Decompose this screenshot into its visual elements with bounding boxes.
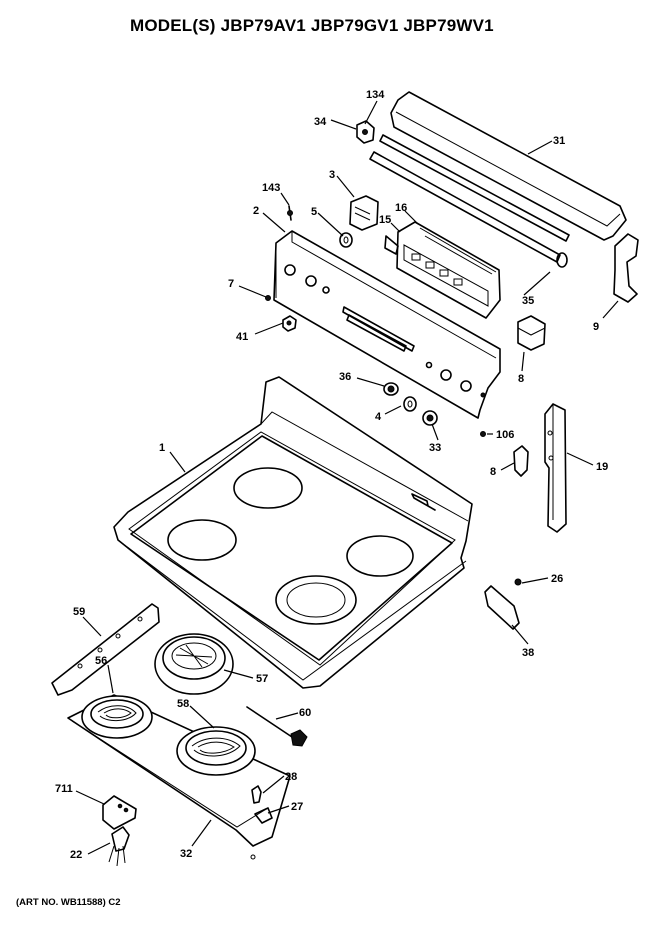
callout-9: 9 [593, 321, 599, 333]
clip-part [513, 445, 529, 477]
callout-16: 16 [395, 202, 407, 214]
terminal-block-part [517, 315, 546, 351]
callout-59: 59 [73, 606, 85, 618]
callout-8: 8 [518, 373, 524, 385]
callout-2: 2 [253, 205, 259, 217]
callout-5: 5 [311, 206, 317, 218]
callout-4: 4 [375, 411, 382, 423]
callout-19: 19 [596, 461, 608, 473]
knob-part [383, 382, 399, 396]
callout-27: 27 [291, 801, 303, 813]
control-panel-part [273, 230, 501, 419]
callout-711: 711 [55, 783, 73, 795]
tube-part [369, 151, 568, 268]
leader-lines [75, 100, 619, 855]
callout-7: 7 [228, 278, 234, 290]
switch-part [349, 195, 379, 231]
callout-3: 3 [329, 169, 335, 181]
callout-58: 58 [177, 698, 189, 710]
callout-57: 57 [256, 673, 268, 685]
wire-lead-part [246, 706, 308, 747]
diagram-title: MODEL(S) JBP79AV1 JBP79GV1 JBP79WV1 [130, 16, 494, 35]
cooktop-part [113, 376, 473, 689]
callout-33: 33 [429, 442, 441, 454]
callout-22: 22 [70, 849, 82, 861]
callout-41: 41 [236, 331, 248, 343]
callout-38: 38 [522, 647, 534, 659]
drip-pan-part [154, 633, 234, 695]
switch-bracket-part [484, 585, 520, 630]
callout-34: 34 [314, 116, 327, 128]
nut-part [282, 315, 297, 332]
screw-part [514, 578, 522, 586]
spring-clip-part [254, 807, 273, 824]
callout-60: 60 [299, 707, 311, 719]
callout-143: 143 [262, 182, 280, 194]
knob-part [403, 396, 417, 412]
side-bracket-part [544, 403, 567, 533]
callout-8: 8 [490, 466, 496, 478]
callout-labels: 134 34 31 3 143 2 5 16 15 7 35 9 41 8 36… [55, 89, 608, 861]
seal-strip-part [379, 134, 570, 242]
screw-part [265, 295, 271, 301]
electronic-control-part [384, 221, 501, 319]
screw-part [287, 205, 293, 221]
support-rail-part [51, 603, 160, 696]
callout-35: 35 [522, 295, 534, 307]
end-bracket-part [613, 233, 639, 303]
clip-part [251, 785, 262, 804]
callout-106: 106 [496, 429, 514, 441]
callout-134: 134 [366, 89, 385, 101]
receptacle-bracket-part [102, 795, 137, 830]
callout-26: 26 [551, 573, 563, 585]
callout-1: 1 [159, 442, 165, 454]
art-number: (ART NO. WB11588) C2 [16, 897, 121, 908]
knob-part [422, 410, 438, 426]
callout-28: 28 [285, 771, 297, 783]
clip-part [356, 120, 375, 144]
screw-part [480, 431, 486, 437]
wire-harness-part [108, 826, 130, 867]
callout-31: 31 [553, 135, 565, 147]
burner-box-part [67, 694, 291, 860]
callout-15: 15 [379, 214, 391, 226]
backsplash-trim-part [390, 91, 627, 241]
lamp-part [339, 232, 353, 248]
callout-36: 36 [339, 371, 351, 383]
callout-32: 32 [180, 848, 192, 860]
callout-56: 56 [95, 655, 107, 667]
